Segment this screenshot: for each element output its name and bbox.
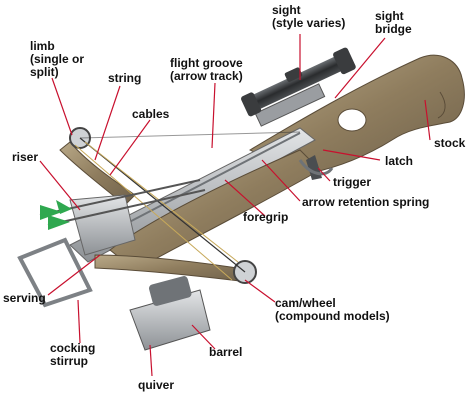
leader-lines: [39, 34, 431, 377]
sight-bridge-shape: [254, 83, 326, 127]
label-trigger: trigger: [333, 175, 372, 189]
cable-line-1: [84, 141, 239, 263]
label-stock: stock: [434, 136, 466, 150]
label-flight-groove: flight groove (arrow track): [170, 56, 243, 83]
label-string: string: [108, 71, 142, 85]
arrows-shape: [39, 179, 206, 230]
stock-hole: [337, 108, 367, 132]
label-cam-wheel: cam/wheel (compound models): [275, 296, 390, 323]
label-serving: serving: [3, 291, 46, 305]
label-arrow-retention-spring: arrow retention spring: [302, 195, 430, 209]
cable-line-2: [74, 144, 233, 281]
lower-limb: [94, 254, 251, 283]
label-quiver: quiver: [138, 378, 175, 392]
label-latch: latch: [385, 154, 414, 168]
label-cables: cables: [132, 107, 170, 121]
label-riser: riser: [12, 150, 39, 164]
stirrup-shape: [17, 237, 93, 308]
string-line: [79, 137, 246, 273]
label-limb: limb (single or split): [30, 39, 85, 79]
label-foregrip: foregrip: [243, 210, 289, 224]
label-sight: sight (style varies): [272, 3, 346, 30]
label-cocking-stirrup: cocking stirrup: [50, 341, 96, 368]
scope-shape: [241, 47, 356, 117]
label-sight-bridge: sight bridge: [375, 9, 412, 36]
label-barrel: barrel: [209, 345, 243, 359]
